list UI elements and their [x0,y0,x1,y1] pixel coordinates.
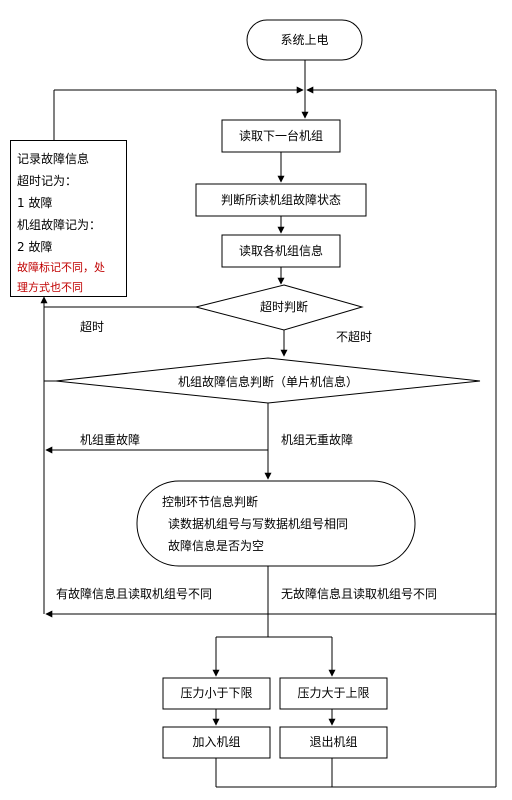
fault-record-note: 记录故障信息 超时记为： 1 故障 机组故障记为： 2 故障 故障标记不同，处 … [10,140,127,297]
judge-fault-status-label: 判断所读机组故障状态 [220,192,341,207]
no-serious-fault-branch-label: 机组无重故障 [281,433,354,447]
control-line-2: 读数据机组号与写数据机组号相同 [168,517,349,531]
no-fault-branch-label: 无故障信息且读取机组号不同 [281,587,438,601]
pressure-high-box [279,677,388,710]
pressure-low-label: 压力小于下限 [180,686,253,700]
judge-fault-status-box [195,183,367,217]
unit-fault-decision-label: 机组故障信息判断（单片机信息） [177,374,358,389]
add-unit-label: 加入机组 [192,735,241,749]
has-fault-branch-label: 有故障信息且读取机组号不同 [56,587,213,601]
note-line-5: 2 故障 [17,240,53,254]
note-line-7: 理方式也不同 [17,281,83,294]
control-judgement-text: 控制环节信息判断 读数据机组号与写数据机组号相同 故障信息是否为空 [162,491,348,557]
note-line-3: 1 故障 [17,196,53,210]
start-label: 系统上电 [280,32,329,47]
control-line-3: 故障信息是否为空 [168,539,265,553]
control-judgement-box [136,480,416,567]
exit-unit-box [279,726,388,759]
exit-unit-label: 退出机组 [309,735,358,749]
pressure-low-box [162,677,271,710]
note-line-6: 故障标记不同，处 [17,261,105,274]
read-unit-info-box [221,234,341,268]
note-line-2: 超时记为： [17,174,78,188]
timeout-decision-label: 超时判断 [259,299,308,314]
add-unit-box [162,726,271,759]
read-next-unit-box [221,119,341,153]
timeout-branch-label: 超时 [80,320,105,334]
no-timeout-branch-label: 不超时 [336,330,373,344]
read-unit-info-label: 读取各机组信息 [238,243,323,258]
read-next-unit-label: 读取下一台机组 [238,128,323,143]
note-line-4: 机组故障记为： [17,218,102,232]
serious-fault-branch-label: 机组重故障 [80,433,141,447]
pressure-high-label: 压力大于上限 [297,686,370,700]
note-line-1: 记录故障信息 [17,152,90,166]
control-line-1: 控制环节信息判断 [162,495,259,509]
